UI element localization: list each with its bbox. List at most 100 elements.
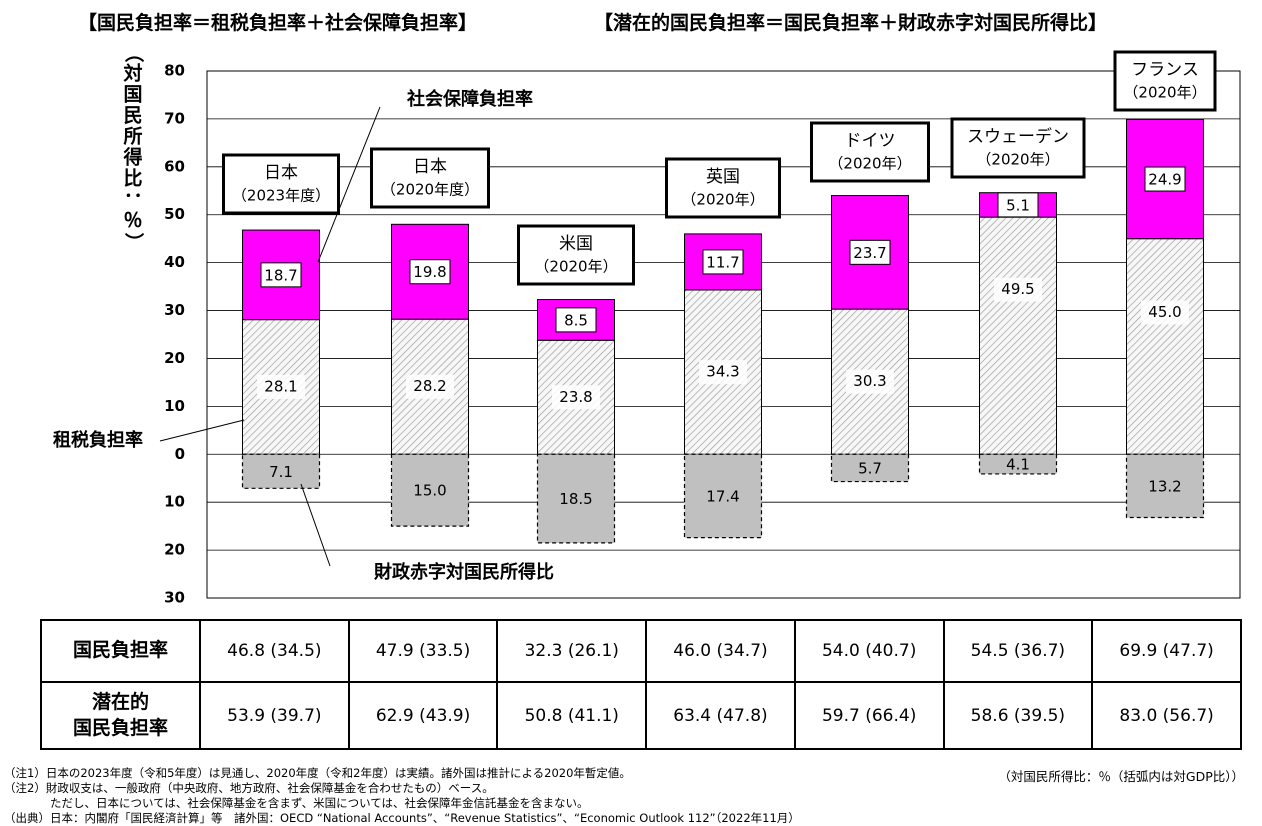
deficit-value-label: 17.4	[706, 487, 739, 505]
y-axis-label-char: 得	[122, 146, 142, 169]
country-period: （2023年度）	[232, 187, 330, 205]
country-box	[222, 153, 340, 215]
country-name: 日本	[413, 157, 447, 177]
country-box	[665, 157, 781, 219]
social-label-box	[260, 262, 302, 288]
table-cell: 53.9 (39.7)	[199, 681, 350, 750]
country-period: （2020年）	[976, 151, 1059, 169]
deficit-bar	[978, 453, 1058, 475]
social-value-label: 11.7	[706, 253, 739, 271]
country-period: （2020年）	[1123, 84, 1206, 102]
table-cell: 59.7 (66.4)	[793, 681, 945, 750]
y-tick-label: 0	[175, 445, 185, 463]
y-tick-label: 30	[164, 301, 185, 319]
table-cell: 50.8 (41.1)	[496, 681, 648, 750]
summary-table: 国民負担率 46.8 (34.5) 47.9 (33.5) 32.3 (26.1…	[40, 619, 1242, 750]
tax-value-label: 23.8	[559, 388, 592, 406]
table-cell: 32.3 (26.1)	[496, 619, 648, 683]
deficit-value-label: 18.5	[559, 490, 592, 508]
footnote: （出典）日本：内閣府「国民経済計算」等 諸外国：OECD “National A…	[4, 811, 800, 825]
tax-bar	[1126, 238, 1204, 455]
country-name: 米国	[559, 234, 593, 254]
tax-label-bg	[994, 277, 1042, 302]
country-period: （2020年度）	[381, 181, 479, 199]
tax-label-bg	[846, 369, 894, 394]
annotation-social-security: 社会保障負担率	[407, 88, 533, 110]
tax-label-bg	[552, 385, 600, 410]
country-name: 日本	[264, 163, 298, 183]
tax-label-bg	[1141, 300, 1189, 325]
plot-frame	[206, 70, 1241, 599]
social-value-label: 5.1	[1006, 196, 1030, 214]
table-cell: 83.0 (56.7)	[1091, 681, 1242, 750]
y-tick-label: 10	[164, 397, 185, 415]
country-name: スウェーデン	[967, 126, 1069, 147]
country-name: 英国	[706, 167, 740, 187]
leader-line	[300, 483, 331, 567]
tax-value-label: 34.3	[706, 363, 739, 381]
social-label-box	[409, 259, 451, 285]
deficit-bar	[390, 453, 470, 527]
y-axis-label-char: ：	[123, 190, 145, 209]
social-label-box	[702, 249, 744, 275]
annotation-tax: 租税負担率	[53, 429, 143, 451]
table-cell: 63.4 (47.8)	[645, 681, 796, 750]
y-axis-label-char: ）	[123, 232, 146, 251]
annotation-deficit: 財政赤字対国民所得比	[374, 561, 554, 583]
deficit-bar	[830, 453, 910, 483]
row-header: 潜在的 国民負担率	[40, 681, 201, 750]
social-label-box	[555, 307, 597, 333]
table-cell: 62.9 (43.9)	[347, 681, 499, 750]
y-axis-label-char: 国	[123, 84, 142, 106]
leader-line	[159, 419, 245, 442]
y-tick-label: 60	[164, 157, 185, 175]
social-label-box	[849, 239, 891, 265]
tax-value-label: 30.3	[853, 372, 886, 390]
social-value-label: 23.7	[853, 244, 886, 262]
tax-bar	[979, 216, 1057, 455]
tax-value-label: 45.0	[1148, 303, 1181, 321]
social-value-label: 18.7	[264, 266, 297, 284]
deficit-bar	[1125, 453, 1205, 519]
leader-line	[317, 106, 381, 263]
y-tick-label: 70	[164, 109, 185, 127]
tax-label-bg	[406, 374, 454, 399]
y-tick-label: 30	[164, 589, 185, 607]
deficit-value-label: 13.2	[1148, 477, 1181, 495]
y-tick-label: 50	[164, 205, 185, 223]
footnote: ただし、日本については、社会保障基金を含まず、米国については、社会保障年金信託基…	[4, 796, 589, 810]
y-axis-label-char: （	[123, 43, 146, 62]
footnotes: （注1）日本の2023年度（令和5年度）は見通し、2020年度（令和2年度）は実…	[4, 766, 800, 826]
y-tick-label: 10	[164, 493, 185, 511]
country-box	[950, 117, 1086, 179]
country-box	[370, 147, 490, 209]
country-name: ドイツ	[845, 131, 896, 151]
tax-value-label: 28.2	[413, 377, 446, 395]
table-cell: 46.8 (34.5)	[199, 619, 350, 683]
deficit-value-label: 15.0	[413, 482, 446, 500]
tax-label-bg	[699, 360, 747, 385]
y-axis-label-char: 民	[123, 105, 142, 127]
table-cell: 58.6 (39.5)	[942, 681, 1094, 750]
table-cell: 54.0 (40.7)	[793, 619, 945, 683]
deficit-bar	[536, 453, 616, 544]
table-cell: 69.9 (47.7)	[1091, 619, 1242, 683]
headline-right: 【潜在的国民負担率＝国民負担率＋財政赤字対国民所得比】	[594, 12, 1108, 34]
y-axis-label-char: ％	[123, 210, 142, 232]
deficit-value-label: 4.1	[1006, 456, 1030, 474]
deficit-bar	[683, 453, 763, 539]
country-name: フランス	[1131, 60, 1199, 80]
footnote: （注1）日本の2023年度（令和5年度）は見通し、2020年度（令和2年度）は実…	[4, 766, 631, 780]
y-tick-label: 20	[164, 349, 185, 367]
social-label-box	[1144, 166, 1186, 192]
country-box	[517, 224, 635, 286]
table-row-potential-burden: 潜在的 国民負担率 53.9 (39.7) 62.9 (43.9) 50.8 (…	[40, 681, 1242, 750]
deficit-bar	[241, 453, 321, 489]
country-box	[1113, 50, 1217, 112]
country-period: （2020年）	[681, 191, 764, 209]
y-axis-label-char: 所	[123, 126, 142, 148]
deficit-value-label: 5.7	[858, 459, 882, 477]
table-row-national-burden: 国民負担率 46.8 (34.5) 47.9 (33.5) 32.3 (26.1…	[40, 619, 1242, 683]
deficit-value-label: 7.1	[269, 463, 293, 481]
